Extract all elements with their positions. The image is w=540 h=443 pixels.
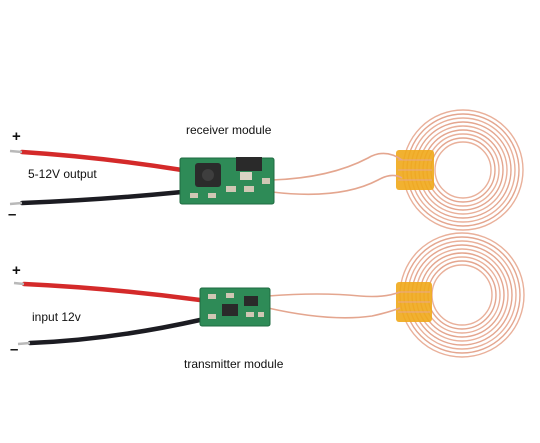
transmitter-module-label: transmitter module xyxy=(184,357,284,371)
receiver-wire-tip xyxy=(9,201,23,206)
receiver-plus-sign: + xyxy=(12,128,21,145)
receiver-coil-lead xyxy=(271,152,403,181)
transmitter-pcb xyxy=(199,287,271,327)
receiver-black-wire xyxy=(19,189,185,206)
transmitter-coil-lead xyxy=(267,307,401,319)
receiver-module-label: receiver module xyxy=(186,123,272,137)
transmitter-red-wire xyxy=(21,281,203,303)
receiver-minus-sign: – xyxy=(8,206,17,223)
receiver-coil xyxy=(396,109,524,231)
transmitter-minus-sign: – xyxy=(10,341,19,358)
receiver-output-label: 5-12V output xyxy=(28,167,97,181)
receiver-wire-tip xyxy=(9,149,23,154)
receiver-assembly xyxy=(9,109,524,231)
transmitter-wire-tip xyxy=(17,341,31,346)
receiver-red-wire xyxy=(19,149,185,173)
transmitter-wire-tip xyxy=(13,281,25,286)
transmitter-coil-lead xyxy=(267,291,401,298)
receiver-coil-lead xyxy=(271,174,403,196)
transmitter-input-label: input 12v xyxy=(32,310,81,324)
transmitter-assembly xyxy=(13,232,525,358)
transmitter-black-wire xyxy=(27,317,203,346)
transmitter-coil xyxy=(396,232,525,358)
transmitter-plus-sign: + xyxy=(12,262,21,279)
receiver-pcb xyxy=(179,157,275,205)
